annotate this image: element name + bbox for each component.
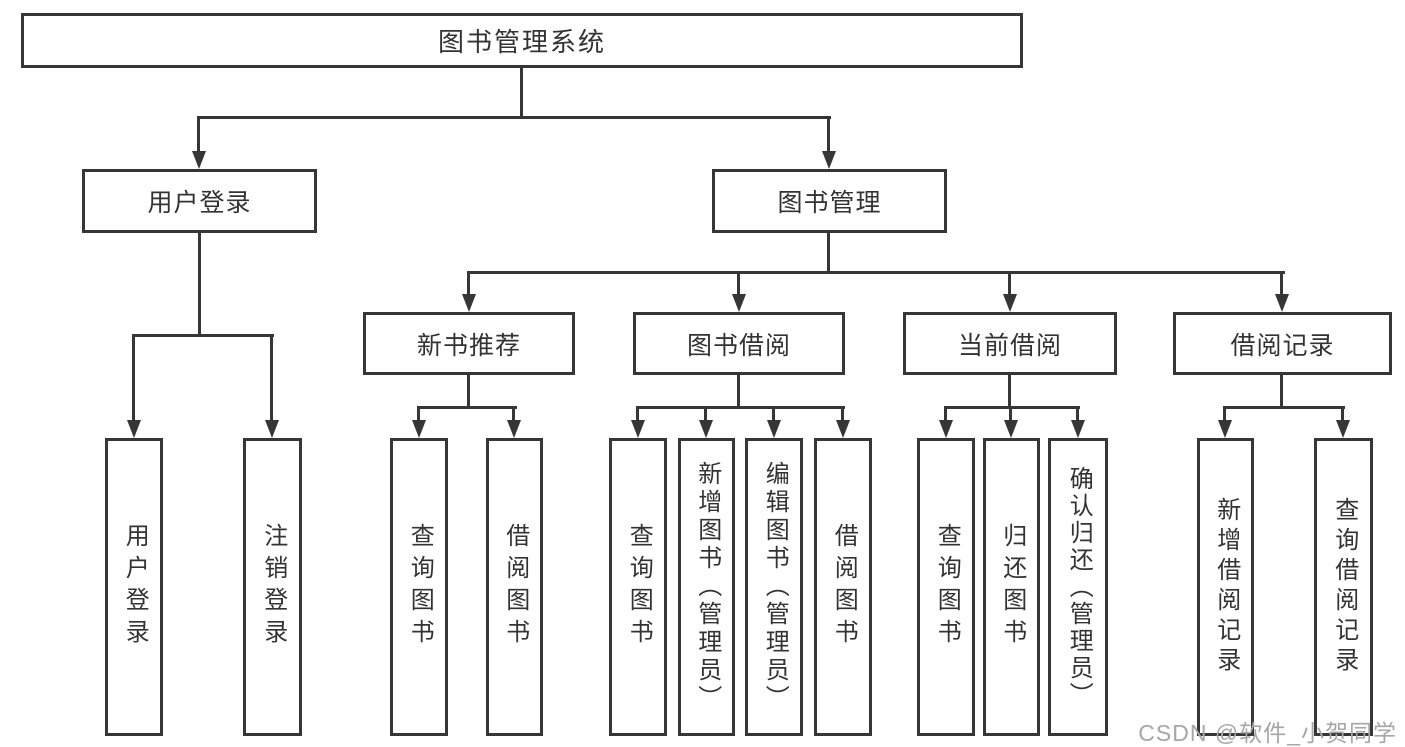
connector-h [1223,406,1345,409]
node-current-borrow-label: 当前借阅 [957,331,1062,360]
connector-v [417,406,420,423]
leaf-user-login: 用户登录 [105,438,163,736]
leaf-edit-books-admin: 编辑图书（管理员） [745,438,803,736]
connector-v [772,406,775,423]
connector-h [197,116,831,119]
connector-h [467,271,1285,274]
arrowhead-down-icon [127,420,141,438]
connector-v [1009,406,1012,423]
leaf-confirm-return-admin: 确认归还（管理员） [1048,438,1108,736]
node-book-management: 图书管理 [712,169,947,233]
connector-v [1076,406,1079,423]
connector-h [944,406,1080,409]
arrowhead-down-icon [1004,420,1018,438]
node-book-borrow-label: 图书借阅 [686,331,791,360]
leaf-query-borrow-record-label: 查询借阅记录 [1330,497,1358,677]
connector-v [1223,406,1226,423]
arrowhead-down-icon [1218,420,1232,438]
arrowhead-down-icon [265,420,279,438]
leaf-edit-books-admin-label: 编辑图书（管理员） [761,461,789,713]
node-root-label: 图书管理系统 [437,27,606,57]
node-current-borrow: 当前借阅 [903,312,1117,375]
leaf-query-borrow-record: 查询借阅记录 [1314,438,1373,736]
connector-v [197,116,200,156]
arrowhead-down-icon [192,151,206,169]
leaf-return-books: 归还图书 [983,438,1040,736]
arrowhead-down-icon [767,420,781,438]
leaf-return-books-label: 归还图书 [998,523,1026,651]
node-book-management-label: 图书管理 [777,189,882,217]
arrowhead-down-icon [1336,420,1350,438]
leaf-query-books-2: 查询图书 [609,438,667,736]
connector-v [270,334,273,422]
leaf-query-books-1-label: 查询图书 [406,523,434,651]
connector-h [132,334,274,337]
connector-v [737,271,740,297]
leaf-logout-label: 注销登录 [259,523,287,651]
node-user-login: 用户登录 [82,169,317,233]
connector-v [1280,375,1283,408]
connector-v [520,68,523,118]
connector-h [636,406,845,409]
arrowhead-down-icon [631,420,645,438]
csdn-watermark: CSDN @软件_小贺同学 [1138,720,1397,746]
leaf-confirm-return-admin-label: 确认归还（管理员） [1065,465,1093,709]
arrowhead-down-icon [939,420,953,438]
arrowhead-down-icon [412,420,426,438]
node-borrow-record: 借阅记录 [1173,312,1392,375]
leaf-add-books-admin: 新增图书（管理员） [678,438,735,736]
arrowhead-down-icon [1275,294,1289,312]
connector-v [1008,271,1011,297]
node-new-book-recommend-label: 新书推荐 [416,331,521,360]
leaf-borrow-books-2-label: 借阅图书 [830,523,858,651]
leaf-query-books-1: 查询图书 [390,438,448,736]
connector-v [512,406,515,423]
leaf-add-books-admin-label: 新增图书（管理员） [693,461,721,713]
node-new-book-recommend: 新书推荐 [363,312,575,375]
node-borrow-record-label: 借阅记录 [1230,331,1335,360]
arrowhead-down-icon [732,294,746,312]
connector-v [198,233,201,336]
leaf-add-borrow-record-label: 新增借阅记录 [1212,497,1240,677]
arrowhead-down-icon [1003,294,1017,312]
connector-v [1280,271,1283,297]
connector-v [636,406,639,423]
arrowhead-down-icon [1071,420,1085,438]
arrowhead-down-icon [699,420,713,438]
leaf-query-books-3: 查询图书 [917,438,975,736]
node-user-login-label: 用户登录 [147,189,252,217]
leaf-add-borrow-record: 新增借阅记录 [1197,438,1254,736]
connector-v [1341,406,1344,423]
leaf-query-books-3-label: 查询图书 [933,523,961,651]
connector-v [1008,375,1011,408]
leaf-borrow-books-1: 借阅图书 [486,438,543,736]
connector-v [467,271,470,297]
connector-v [704,406,707,423]
leaf-query-books-2-label: 查询图书 [625,523,653,651]
node-root: 图书管理系统 [21,13,1023,68]
node-book-borrow: 图书借阅 [633,312,845,375]
arrowhead-down-icon [822,151,836,169]
connector-v [841,406,844,423]
arrowhead-down-icon [507,420,521,438]
leaf-logout: 注销登录 [243,438,302,736]
connector-h [417,406,517,409]
connector-v [132,334,135,422]
connector-v [827,116,830,156]
connector-v [737,375,740,408]
arrowhead-down-icon [462,294,476,312]
leaf-user-login-label: 用户登录 [121,523,149,651]
connector-v [944,406,947,423]
connector-v [467,375,470,408]
leaf-borrow-books-1-label: 借阅图书 [501,523,529,651]
connector-v [827,233,830,273]
leaf-borrow-books-2: 借阅图书 [814,438,872,736]
arrowhead-down-icon [836,420,850,438]
